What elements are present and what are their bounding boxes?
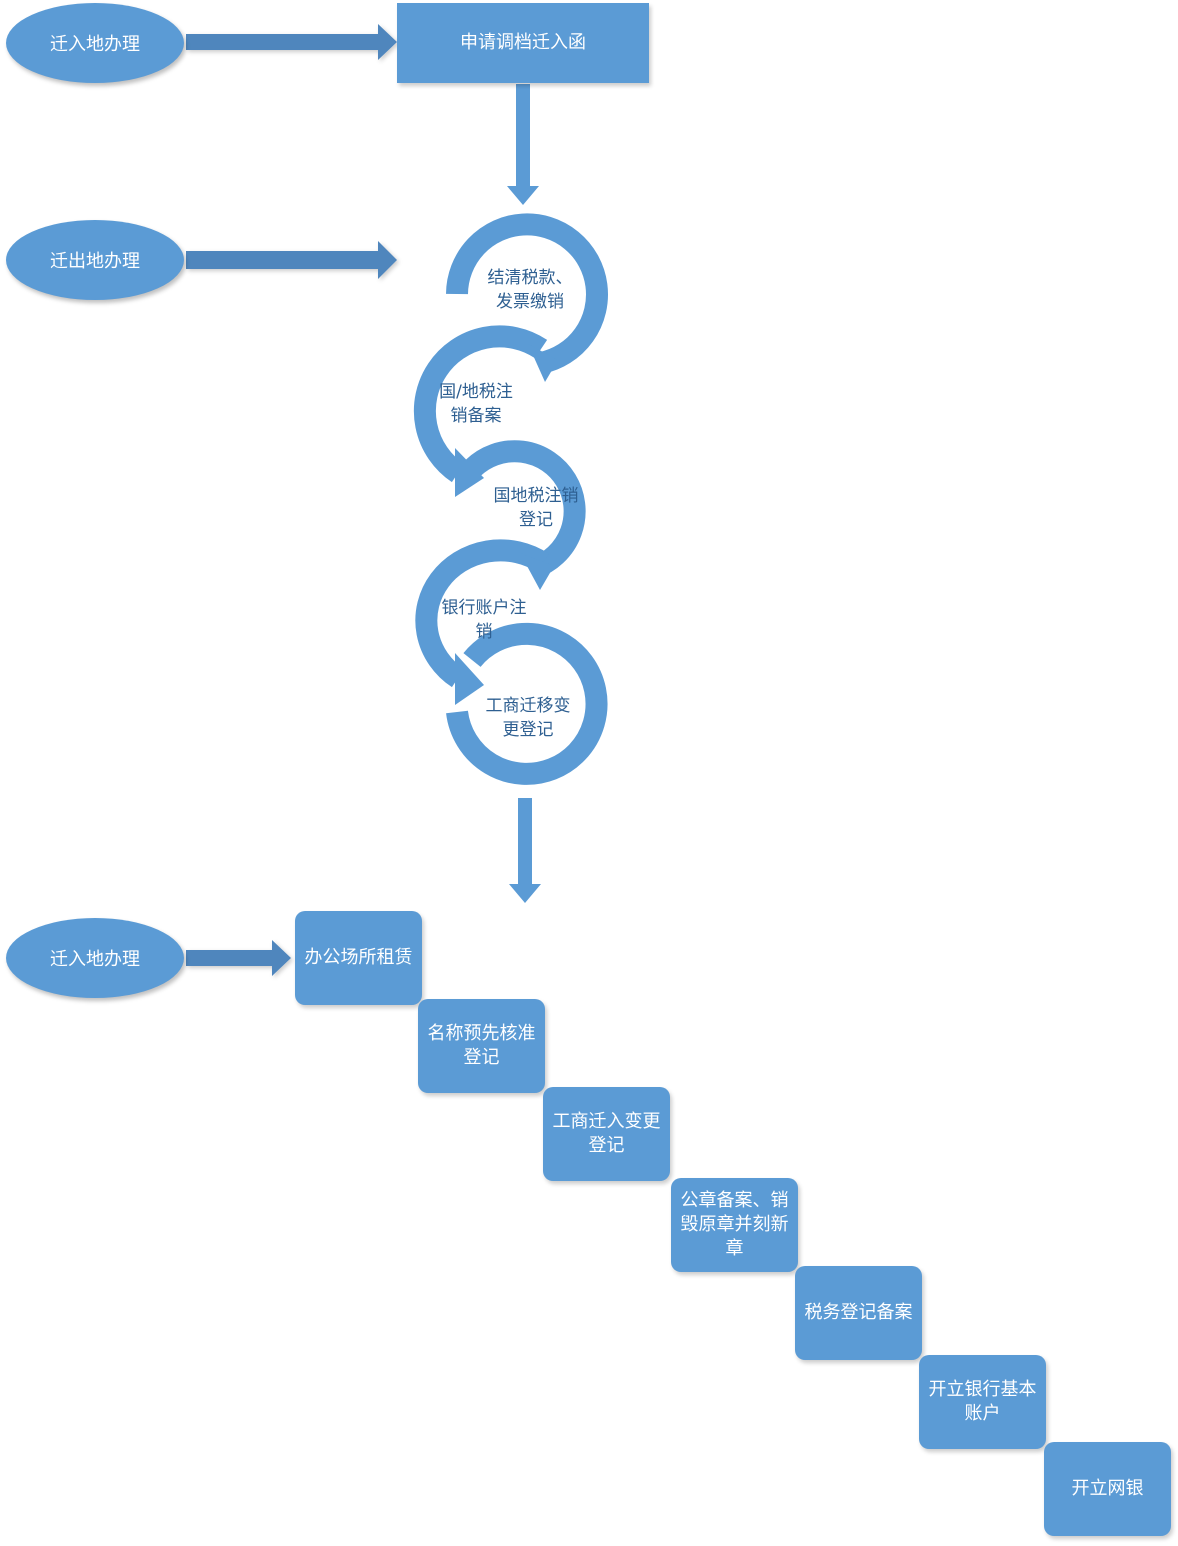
move-in-label-top: 迁入地办理: [50, 34, 140, 55]
stair-step-4: 公章备案、销 毁原章并刻新 章: [671, 1178, 798, 1272]
cycle-step-1: 结清税款、 发票缴销: [487, 268, 573, 312]
cycle-step-3: 国地税注销 登记: [493, 486, 579, 530]
cycle-arc-2: [413, 325, 548, 483]
move-out-label: 迁出地办理: [50, 251, 140, 272]
cycle-arrows: [413, 213, 608, 785]
arrowhead-2: [455, 448, 484, 497]
arrow-right-2: [186, 241, 397, 279]
arrowhead-3: [520, 553, 554, 590]
cycle-arc-3: [465, 440, 586, 579]
cycle-step-2: 国/地税注 销备案: [439, 382, 513, 426]
cycle-arc-4: [415, 539, 550, 688]
move-in-label-bottom: 迁入地办理: [50, 949, 140, 970]
cycle-arrowheads: [455, 344, 558, 705]
cycle-step-5: 工商迁移变 更登记: [485, 696, 571, 740]
stair-step-7: 开立网银: [1044, 1442, 1171, 1536]
arrowhead-4: [455, 653, 484, 705]
move-in-ellipse-top: 迁入地办理: [6, 3, 184, 83]
stair-step-1: 办公场所租赁: [295, 911, 422, 1005]
arrow-right-3: [186, 940, 291, 976]
stair-step-3: 工商迁入变更 登记: [543, 1087, 670, 1181]
cycle-arc-5: [446, 622, 608, 785]
move-out-ellipse: 迁出地办理: [6, 220, 184, 300]
stair-step-6: 开立银行基本 账户: [919, 1355, 1046, 1449]
arrow-right-1: [186, 24, 397, 60]
apply-transfer-letter-box: 申请调档迁入函: [397, 3, 649, 83]
cycle-arc-1: [446, 213, 608, 374]
apply-transfer-letter-label: 申请调档迁入函: [460, 32, 586, 53]
stair-step-5: 税务登记备案: [795, 1266, 922, 1360]
cycle-step-4: 银行账户注 销: [441, 598, 527, 642]
arrowhead-1: [528, 344, 558, 382]
arrow-down-2: [509, 798, 541, 903]
move-in-ellipse-bottom: 迁入地办理: [6, 918, 184, 998]
arrow-down-1: [507, 84, 539, 205]
stair-step-2: 名称预先核准 登记: [418, 999, 545, 1093]
